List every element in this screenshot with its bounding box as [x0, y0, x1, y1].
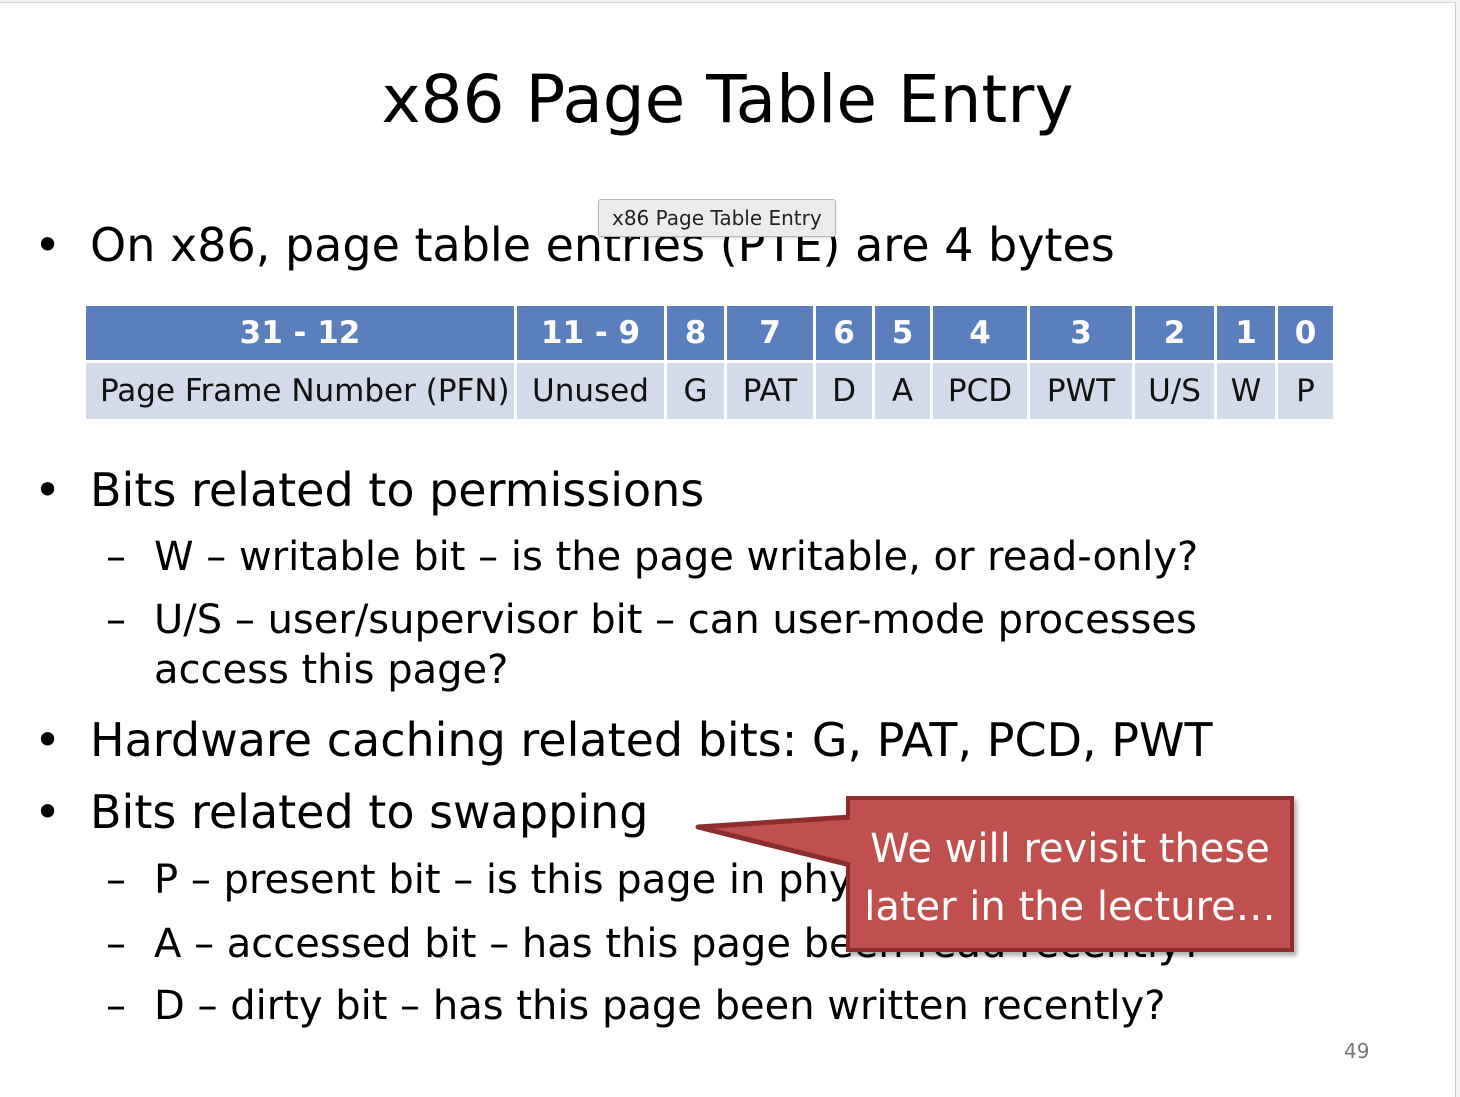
cell-unused: Unused	[515, 361, 667, 419]
sub-bullet-dirty: –D – dirty bit – has this page been writ…	[106, 981, 1165, 1031]
header-bits-31-12: 31 - 12	[86, 306, 517, 363]
title-tooltip: x86 Page Table Entry	[598, 199, 836, 237]
bullet-dot: •	[34, 713, 62, 767]
cell-pat: PAT	[725, 361, 816, 419]
sub-bullet-dash: –	[106, 983, 126, 1029]
bullet-permissions: • Bits related to permissions	[34, 462, 704, 518]
header-bit-7: 7	[725, 306, 816, 363]
bullet-pte-size: •On x86, page table entries (PTE) are 4 …	[34, 217, 1115, 273]
sub-bullet-writable: –W – writable bit – is the page writable…	[106, 532, 1198, 582]
cell-pfn: Page Frame Number (PFN)	[86, 361, 517, 419]
header-bit-3: 3	[1028, 306, 1135, 363]
cell-pwt: PWT	[1028, 361, 1135, 419]
callout-line-1: We will revisit these	[870, 826, 1270, 872]
cell-d: D	[814, 361, 875, 419]
page-number: 49	[1344, 1039, 1370, 1063]
header-bit-4: 4	[931, 306, 1030, 363]
bullet-swapping: • Bits related to swapping	[34, 784, 648, 840]
cell-g: G	[665, 361, 727, 419]
header-bit-8: 8	[665, 306, 727, 363]
table-field-row: Page Frame Number (PFN) Unused G PAT D A…	[86, 361, 1333, 419]
sub-bullet-dash: –	[106, 534, 126, 580]
sub-bullet-text: D – dirty bit – has this page been writt…	[154, 983, 1166, 1029]
cell-w: W	[1215, 361, 1278, 419]
sub-bullet-dash: –	[106, 921, 126, 967]
callout-box: We will revisit these later in the lectu…	[846, 796, 1294, 952]
sub-bullet-text: W – writable bit – is the page writable,…	[154, 534, 1199, 580]
bullet-text: Hardware caching related bits: G, PAT, P…	[90, 713, 1213, 767]
pte-bit-table: 31 - 12 11 - 9 8 7 6 5 4 3 2 1 0 Page Fr…	[86, 306, 1333, 419]
header-bit-2: 2	[1133, 306, 1217, 363]
sub-bullet-continuation: access this page?	[154, 647, 509, 693]
bullet-dot: •	[34, 463, 62, 517]
header-bit-1: 1	[1215, 306, 1278, 363]
header-bit-6: 6	[814, 306, 875, 363]
bullet-dot: •	[34, 785, 62, 839]
sub-bullet-user-supervisor: –U/S – user/supervisor bit – can user-mo…	[106, 595, 1197, 695]
bullet-dot: •	[34, 218, 62, 272]
cell-pcd: PCD	[931, 361, 1030, 419]
header-bit-0: 0	[1276, 306, 1333, 363]
callout-pointer	[695, 814, 851, 868]
bullet-text: Bits related to swapping	[90, 785, 649, 839]
callout-pointer-outline	[695, 814, 851, 868]
sub-bullet-dash: –	[106, 857, 126, 903]
callout-line-2: later in the lecture…	[864, 884, 1276, 930]
cell-us: U/S	[1133, 361, 1217, 419]
header-bit-5: 5	[873, 306, 933, 363]
header-bits-11-9: 11 - 9	[515, 306, 667, 363]
bullet-text: Bits related to permissions	[90, 463, 705, 517]
table-header-row: 31 - 12 11 - 9 8 7 6 5 4 3 2 1 0	[86, 306, 1333, 363]
sub-bullet-text: U/S – user/supervisor bit – can user-mod…	[154, 597, 1197, 643]
bullet-caching: • Hardware caching related bits: G, PAT, …	[34, 712, 1213, 768]
sub-bullet-dash: –	[106, 597, 126, 643]
cell-p: P	[1276, 361, 1333, 419]
cell-a: A	[873, 361, 933, 419]
slide-title: x86 Page Table Entry	[381, 61, 1074, 138]
